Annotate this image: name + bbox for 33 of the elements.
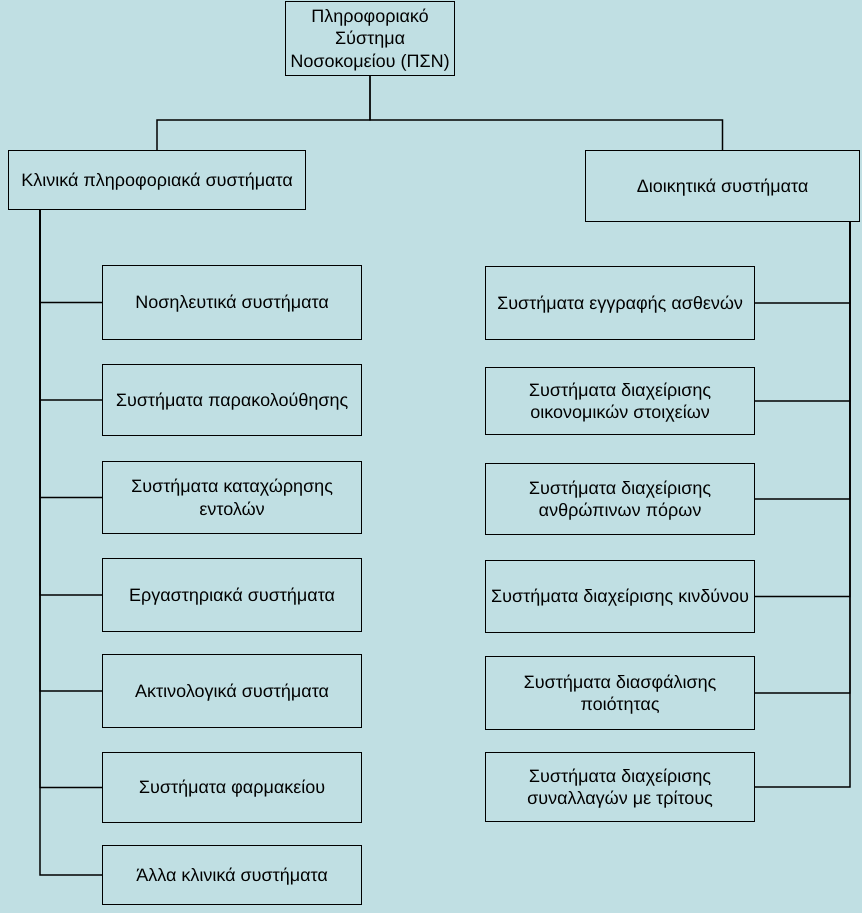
connector-line [369,76,724,150]
system-box [102,752,362,823]
system-box [8,150,306,210]
system-box [485,560,755,633]
box-label: Ακτινολογικά συστήματα [135,680,329,702]
system-box [585,150,860,222]
box-label: Συστήματα διαχείρισης οικονομικών στοιχείων [528,378,712,424]
box-label: Συστήματα καταχώρησης εντολών [130,475,334,520]
box-label: Συστήματα διασφάλισης ποιότητας [522,670,718,716]
system-box [485,463,755,535]
connector-line [755,222,851,788]
system-box [102,558,362,632]
box-label: Συστήματα διαχείρισης κινδύνου [491,585,749,608]
box-label: Εργαστηριακά συστήματα [129,584,335,606]
system-box [102,461,362,534]
system-box [485,367,755,435]
system-box [102,845,362,905]
system-box [102,364,362,436]
box-label: Νοσηλευτικά συστήματα [135,291,329,314]
box-label: Συστήματα εγγραφής ασθενών [497,292,743,314]
system-box [485,752,755,822]
box-label: Συστήματα διαχείρισης ανθρώπινων πόρων [528,476,712,522]
box-label: Κλινικά πληροφοριακά συστήματα [21,168,293,192]
system-box [485,656,755,730]
system-box [102,265,362,340]
system-box [485,266,755,340]
box-label: Συστήματα διαχείρισης συναλλαγών με τρίτους [526,764,714,810]
box-label: Συστήματα παρακολούθησης [116,388,348,412]
box-label: Άλλα κλινικά συστήματα [136,864,328,886]
box-label: Συστήματα φαρμακείου [138,776,326,799]
box-label: Διοικητικά συστήματα [636,174,808,198]
system-box [102,654,362,728]
box-label: Πληροφοριακό Σύστημα Νοσοκομείου (ΠΣΝ) [289,4,451,72]
